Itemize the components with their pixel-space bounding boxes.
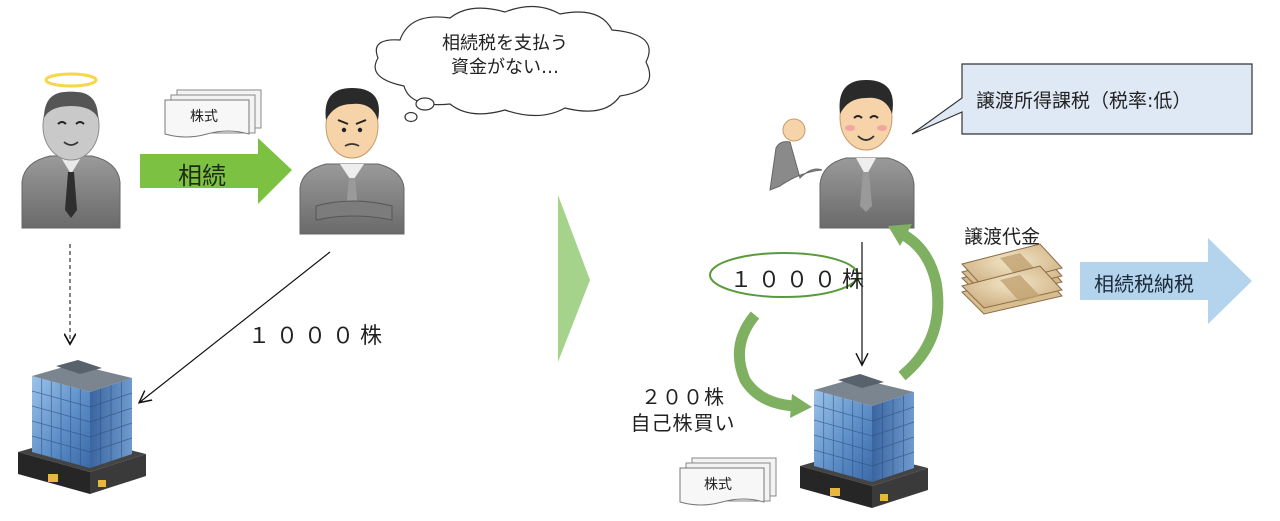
buyback-label: ２００株 自己株買い <box>618 384 748 436</box>
buyback-curved-arrow <box>733 311 812 418</box>
right-shares-label: １０００株 <box>730 268 871 293</box>
speech-bubble-text: 譲渡所得課税（税率:低） <box>976 90 1192 112</box>
stock-label-right: 株式 <box>704 477 732 493</box>
proceeds-curved-arrow <box>888 224 944 381</box>
inherit-arrow-label: 相続 <box>178 162 226 190</box>
deceased-owner-figure <box>21 72 121 229</box>
transition-arrow <box>558 195 590 362</box>
speech-bubble <box>911 63 1253 135</box>
pay-tax-label: 相続税納税 <box>1094 272 1194 296</box>
left-shares-label: １０００株 <box>248 324 389 349</box>
heir-worried-figure <box>299 88 405 235</box>
inherit-arrow <box>140 138 292 204</box>
cash-stack <box>961 243 1063 315</box>
proceeds-label: 譲渡代金 <box>964 226 1041 248</box>
buyback-label-line2: 自己株買い <box>630 411 736 435</box>
buyback-label-line1: ２００株 <box>641 385 725 409</box>
company-building-right <box>799 373 929 509</box>
cloud-text-line2: 資金がない… <box>451 57 559 78</box>
company-building-left <box>17 359 147 495</box>
stock-label-left: 株式 <box>190 109 218 125</box>
shares-diagonal-arrow <box>140 251 331 402</box>
cloud-text: 相続税を支払う 資金がない… <box>420 32 590 80</box>
cloud-text-line1: 相続税を支払う <box>442 33 568 54</box>
heir-happy-figure <box>769 80 915 229</box>
thought-cloud <box>374 5 651 123</box>
shares-ellipse <box>709 252 859 298</box>
pay-tax-arrow <box>1080 238 1252 324</box>
